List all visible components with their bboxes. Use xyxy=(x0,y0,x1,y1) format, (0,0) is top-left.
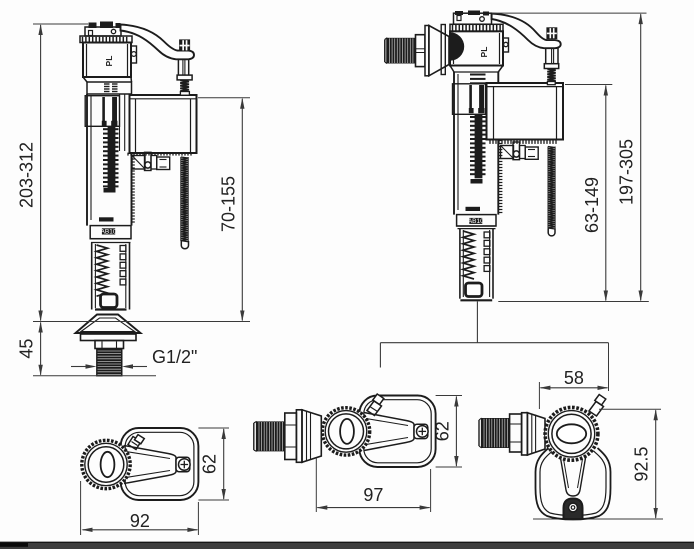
svg-text:70-155: 70-155 xyxy=(218,176,238,232)
svg-text:62: 62 xyxy=(432,421,452,441)
svg-text:92: 92 xyxy=(130,511,150,531)
svg-text:G1/2": G1/2" xyxy=(152,347,197,367)
svg-text:PL: PL xyxy=(479,47,489,58)
svg-text:45: 45 xyxy=(17,339,37,359)
svg-text:PL: PL xyxy=(104,56,114,67)
svg-text:197-305: 197-305 xyxy=(617,139,637,205)
svg-text:63-149: 63-149 xyxy=(582,177,602,233)
svg-text:AB10: AB10 xyxy=(468,218,484,225)
svg-text:AB10: AB10 xyxy=(101,229,117,236)
svg-text:62: 62 xyxy=(200,454,220,474)
svg-text:97: 97 xyxy=(363,485,383,505)
svg-text:203-312: 203-312 xyxy=(17,142,37,208)
svg-text:92.5: 92.5 xyxy=(632,447,652,482)
svg-text:58: 58 xyxy=(564,368,584,388)
